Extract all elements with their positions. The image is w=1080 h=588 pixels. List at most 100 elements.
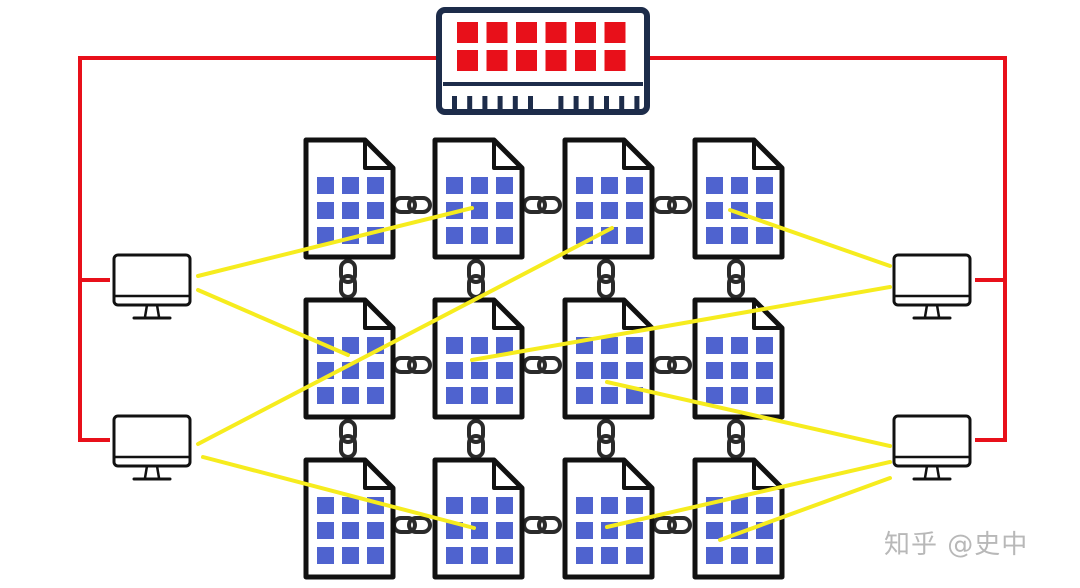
document-icon bbox=[432, 457, 525, 580]
document-cell bbox=[496, 547, 513, 564]
document-grid bbox=[303, 137, 785, 580]
document-cell bbox=[601, 497, 618, 514]
document-cell bbox=[367, 387, 384, 404]
document-cell bbox=[706, 337, 723, 354]
document-icon bbox=[562, 457, 655, 580]
document-cell bbox=[342, 337, 359, 354]
chain-link-icon bbox=[467, 419, 485, 459]
document-cell bbox=[342, 177, 359, 194]
document-icon bbox=[692, 457, 785, 580]
document-cell bbox=[601, 177, 618, 194]
document-cell bbox=[317, 227, 334, 244]
memory-cell bbox=[604, 50, 626, 71]
document-cell bbox=[367, 547, 384, 564]
document-cell bbox=[731, 547, 748, 564]
document-cell bbox=[626, 227, 643, 244]
chain-link-icon bbox=[727, 259, 745, 299]
memory-pin bbox=[588, 96, 594, 109]
document-cell bbox=[342, 522, 359, 539]
document-cell bbox=[496, 497, 513, 514]
document-cell bbox=[576, 362, 593, 379]
chain-links bbox=[339, 196, 745, 534]
memory-pin bbox=[558, 96, 564, 109]
memory-pin bbox=[512, 96, 518, 109]
document-cell bbox=[446, 387, 463, 404]
document-cell bbox=[342, 202, 359, 219]
chain-link-icon bbox=[597, 419, 615, 459]
monitors bbox=[112, 253, 972, 481]
document-cell bbox=[496, 202, 513, 219]
document-cell bbox=[731, 362, 748, 379]
document-cell bbox=[496, 227, 513, 244]
chain-link-icon bbox=[392, 196, 432, 214]
document-cell bbox=[471, 387, 488, 404]
watermark: 知乎 @史中 bbox=[884, 530, 1029, 560]
bus-line bbox=[650, 56, 1007, 442]
memory-cell bbox=[575, 50, 596, 71]
document-cell bbox=[317, 522, 334, 539]
chain-link-icon bbox=[522, 356, 562, 374]
document-cell bbox=[756, 337, 773, 354]
memory-pin bbox=[634, 96, 640, 109]
document-cell bbox=[367, 177, 384, 194]
document-cell bbox=[576, 497, 593, 514]
document-cell bbox=[601, 202, 618, 219]
document-cell bbox=[576, 522, 593, 539]
memory-cell bbox=[457, 22, 478, 43]
document-cell bbox=[446, 177, 463, 194]
memory-pin bbox=[482, 96, 488, 109]
document-icon bbox=[562, 297, 655, 420]
document-cell bbox=[706, 227, 723, 244]
memory-cell bbox=[545, 50, 567, 71]
document-cell bbox=[471, 362, 488, 379]
document-cell bbox=[756, 362, 773, 379]
memory-pin bbox=[452, 96, 457, 109]
chain-link-icon bbox=[727, 419, 745, 459]
document-cell bbox=[756, 387, 773, 404]
document-cell bbox=[601, 362, 618, 379]
document-cell bbox=[342, 547, 359, 564]
document-cell bbox=[446, 337, 463, 354]
document-icon bbox=[432, 137, 525, 260]
document-cell bbox=[446, 547, 463, 564]
client-connection bbox=[728, 208, 892, 268]
document-cell bbox=[471, 337, 488, 354]
document-cell bbox=[446, 522, 463, 539]
monitor-icon bbox=[112, 414, 192, 481]
document-cell bbox=[317, 497, 334, 514]
document-icon bbox=[562, 137, 655, 260]
document-cell bbox=[317, 202, 334, 219]
document-cell bbox=[496, 522, 513, 539]
document-cell bbox=[576, 547, 593, 564]
document-cell bbox=[446, 497, 463, 514]
memory-cell bbox=[575, 22, 596, 43]
document-cell bbox=[756, 202, 773, 219]
document-cell bbox=[731, 497, 748, 514]
chain-link-icon bbox=[392, 356, 432, 374]
document-cell bbox=[471, 497, 488, 514]
document-cell bbox=[496, 177, 513, 194]
document-cell bbox=[626, 202, 643, 219]
document-cell bbox=[471, 547, 488, 564]
chain-link-icon bbox=[652, 196, 692, 214]
document-cell bbox=[496, 362, 513, 379]
memory-pin bbox=[604, 96, 609, 109]
document-cell bbox=[706, 522, 723, 539]
document-cell bbox=[317, 387, 334, 404]
document-cell bbox=[731, 177, 748, 194]
memory-pin bbox=[497, 96, 503, 109]
client-connection bbox=[196, 206, 474, 278]
document-cell bbox=[367, 362, 384, 379]
document-cell bbox=[756, 177, 773, 194]
document-cell bbox=[756, 227, 773, 244]
document-cell bbox=[731, 387, 748, 404]
document-cell bbox=[471, 227, 488, 244]
monitor-icon bbox=[892, 414, 972, 481]
memory-cell bbox=[486, 50, 508, 71]
document-cell bbox=[342, 387, 359, 404]
document-cell bbox=[706, 362, 723, 379]
client-connections bbox=[196, 206, 892, 542]
client-connection bbox=[470, 285, 892, 362]
memory-cell bbox=[604, 22, 626, 43]
